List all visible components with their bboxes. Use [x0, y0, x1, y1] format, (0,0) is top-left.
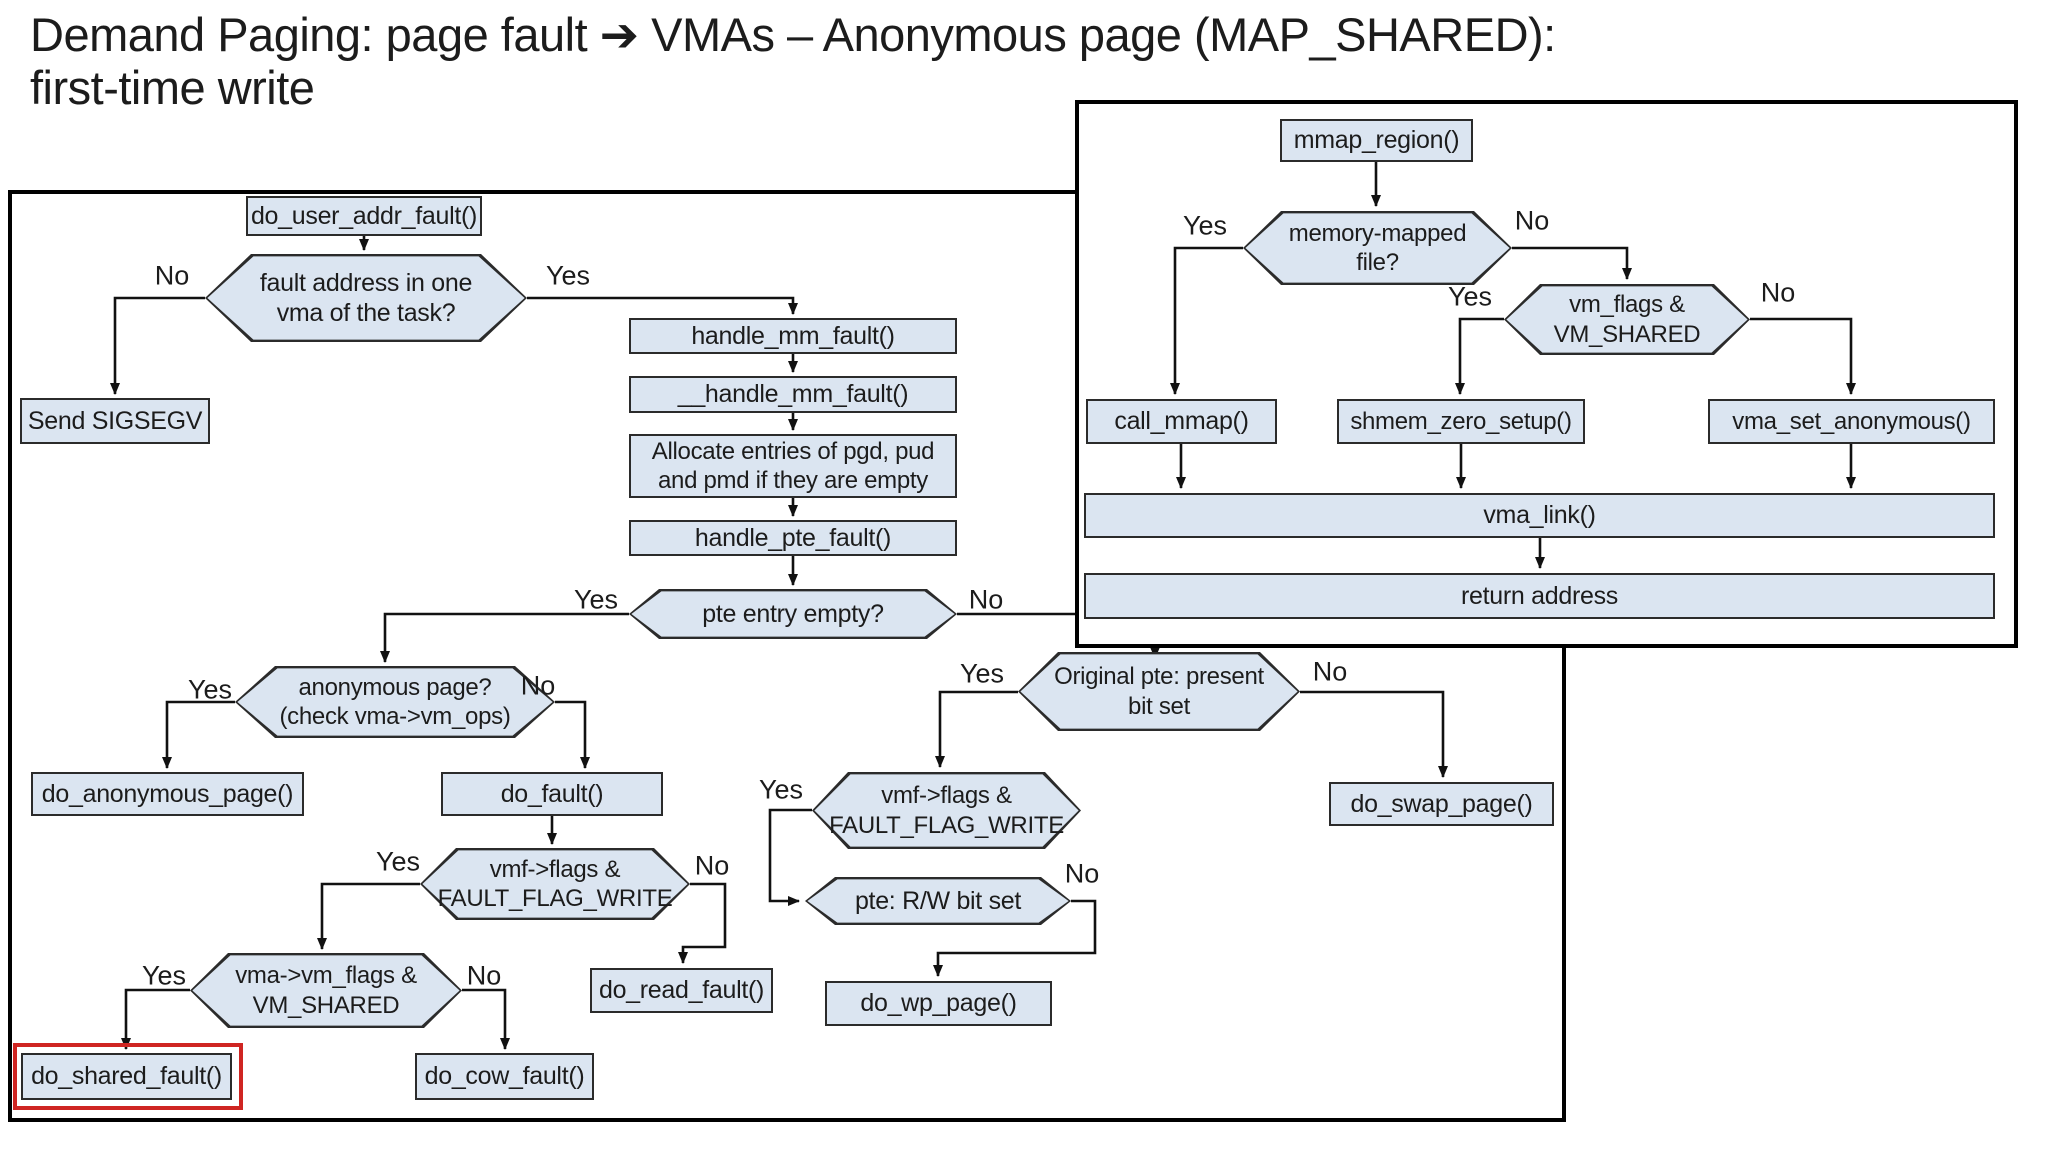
label-yes-vmf-left: Yes [375, 846, 421, 877]
node-do-fault: do_fault() [441, 772, 663, 816]
node-do-anonymous-page: do_anonymous_page() [31, 772, 304, 816]
label-yes-orig-pte: Yes [959, 658, 1005, 689]
node-label: FAULT_FLAG_WRITE [437, 885, 673, 912]
title-line-2: first-time write [30, 61, 315, 115]
node-handle-mm-fault2: __handle_mm_fault() [629, 376, 957, 413]
label-no-orig-pte: No [1312, 656, 1348, 687]
node-label: Original pte: present [1054, 663, 1264, 691]
node-handle-pte-fault: handle_pte_fault() [629, 520, 957, 556]
slide-title: Demand Paging: page fault ➔ VMAs – Anony… [30, 8, 1556, 114]
node-label: and pmd if they are empty [658, 467, 928, 494]
node-label: vm_flags & [1569, 291, 1685, 319]
node-label: shmem_zero_setup() [1350, 407, 1572, 435]
node-vma-set-anonymous: vma_set_anonymous() [1708, 399, 1995, 444]
node-do-swap-page: do_swap_page() [1329, 782, 1554, 826]
node-label: do_read_fault() [598, 976, 765, 1005]
decision-pte-rw-bit-set: pte: R/W bit set [805, 877, 1071, 925]
label-yes-vmflags: Yes [1447, 281, 1493, 312]
node-vma-link: vma_link() [1084, 493, 1995, 538]
node-label: file? [1356, 249, 1399, 276]
node-return-address: return address [1084, 573, 1995, 619]
node-label: (check vma->vm_ops) [279, 703, 511, 730]
node-label: pte: R/W bit set [854, 886, 1022, 915]
decision-pte-entry-empty: pte entry empty? [629, 589, 957, 639]
node-label: do_cow_fault() [424, 1062, 585, 1091]
node-label: VM_SHARED [252, 991, 400, 1019]
node-label: return address [1461, 581, 1618, 610]
node-send-sigsegv: Send SIGSEGV [20, 398, 210, 444]
node-label: Send SIGSEGV [27, 406, 203, 435]
node-label: bit set [1128, 692, 1190, 720]
mmap-flow-frame [1075, 100, 2018, 648]
label-no-pte-rw: No [1064, 858, 1100, 889]
node-do-read-fault: do_read_fault() [590, 968, 773, 1013]
decision-vmf-flags-write-right: vmf->flags &FAULT_FLAG_WRITE [812, 772, 1081, 849]
node-label: handle_mm_fault() [691, 321, 895, 350]
node-label: do_fault() [500, 779, 604, 808]
node-label: vma->vm_flags & [235, 962, 417, 990]
node-label: memory-mapped [1288, 219, 1467, 247]
node-label: anonymous page? [298, 673, 492, 701]
label-no-vma-shared: No [466, 960, 502, 991]
node-label: vmf->flags & [881, 782, 1012, 810]
node-mmap-region: mmap_region() [1280, 119, 1473, 162]
label-yes-pte-empty: Yes [573, 584, 619, 615]
decision-anonymous-page: anonymous page?(check vma->vm_ops) [235, 666, 555, 738]
decision-vm-flags-vm-shared: vm_flags &VM_SHARED [1504, 284, 1750, 355]
node-label: call_mmap() [1114, 407, 1249, 436]
node-do-cow-fault: do_cow_fault() [415, 1053, 594, 1100]
label-yes-vmf-right: Yes [758, 774, 804, 805]
label-no-pte-empty: No [968, 584, 1004, 615]
decision-vma-vm-flags-shared: vma->vm_flags &VM_SHARED [190, 953, 462, 1028]
node-label: do_anonymous_page() [41, 779, 294, 808]
node-label: do_user_addr_fault() [250, 201, 478, 230]
node-label: do_wp_page() [860, 989, 1017, 1018]
node-do-wp-page: do_wp_page() [825, 981, 1052, 1026]
main-flow-frame [8, 190, 1566, 1122]
label-no-vmflags: No [1760, 277, 1796, 308]
label-yes-vma-shared: Yes [141, 960, 187, 991]
node-label: mmap_region() [1293, 126, 1460, 155]
node-handle-mm-fault: handle_mm_fault() [629, 318, 957, 354]
node-shmem-zero-setup: shmem_zero_setup() [1337, 399, 1585, 444]
label-yes-fault-address: Yes [545, 260, 591, 291]
node-label: vma_link() [1483, 501, 1596, 530]
label-no-fault-address: No [154, 260, 190, 291]
node-label: __handle_mm_fault() [677, 380, 909, 409]
node-label: do_shared_fault() [31, 1062, 222, 1091]
node-label: Allocate entries of pgd, pud [651, 437, 935, 465]
node-label: vmf->flags & [489, 855, 621, 883]
decision-vmf-flags-write-left: vmf->flags &FAULT_FLAG_WRITE [420, 848, 690, 920]
title-line-1: Demand Paging: page fault ➔ VMAs – Anony… [30, 8, 1556, 61]
node-do-user-addr-fault: do_user_addr_fault() [246, 196, 482, 236]
node-do-shared-fault: do_shared_fault() [21, 1053, 232, 1100]
node-label: pte entry empty? [702, 599, 884, 628]
node-label: vma of the task? [276, 299, 456, 327]
label-yes-mmfile: Yes [1182, 210, 1228, 241]
node-label: vma_set_anonymous() [1732, 407, 1971, 435]
label-yes-anonymous: Yes [187, 674, 233, 705]
node-label: fault address in one [259, 268, 473, 297]
label-no-vmf-left: No [694, 850, 730, 881]
label-no-mmfile: No [1514, 205, 1550, 236]
node-label: FAULT_FLAG_WRITE [829, 811, 1064, 839]
node-label: handle_pte_fault() [694, 523, 892, 552]
label-no-anonymous: No [520, 670, 556, 701]
node-label: do_swap_page() [1350, 789, 1533, 818]
node-label: VM_SHARED [1553, 320, 1701, 348]
node-call-mmap: call_mmap() [1086, 399, 1277, 444]
